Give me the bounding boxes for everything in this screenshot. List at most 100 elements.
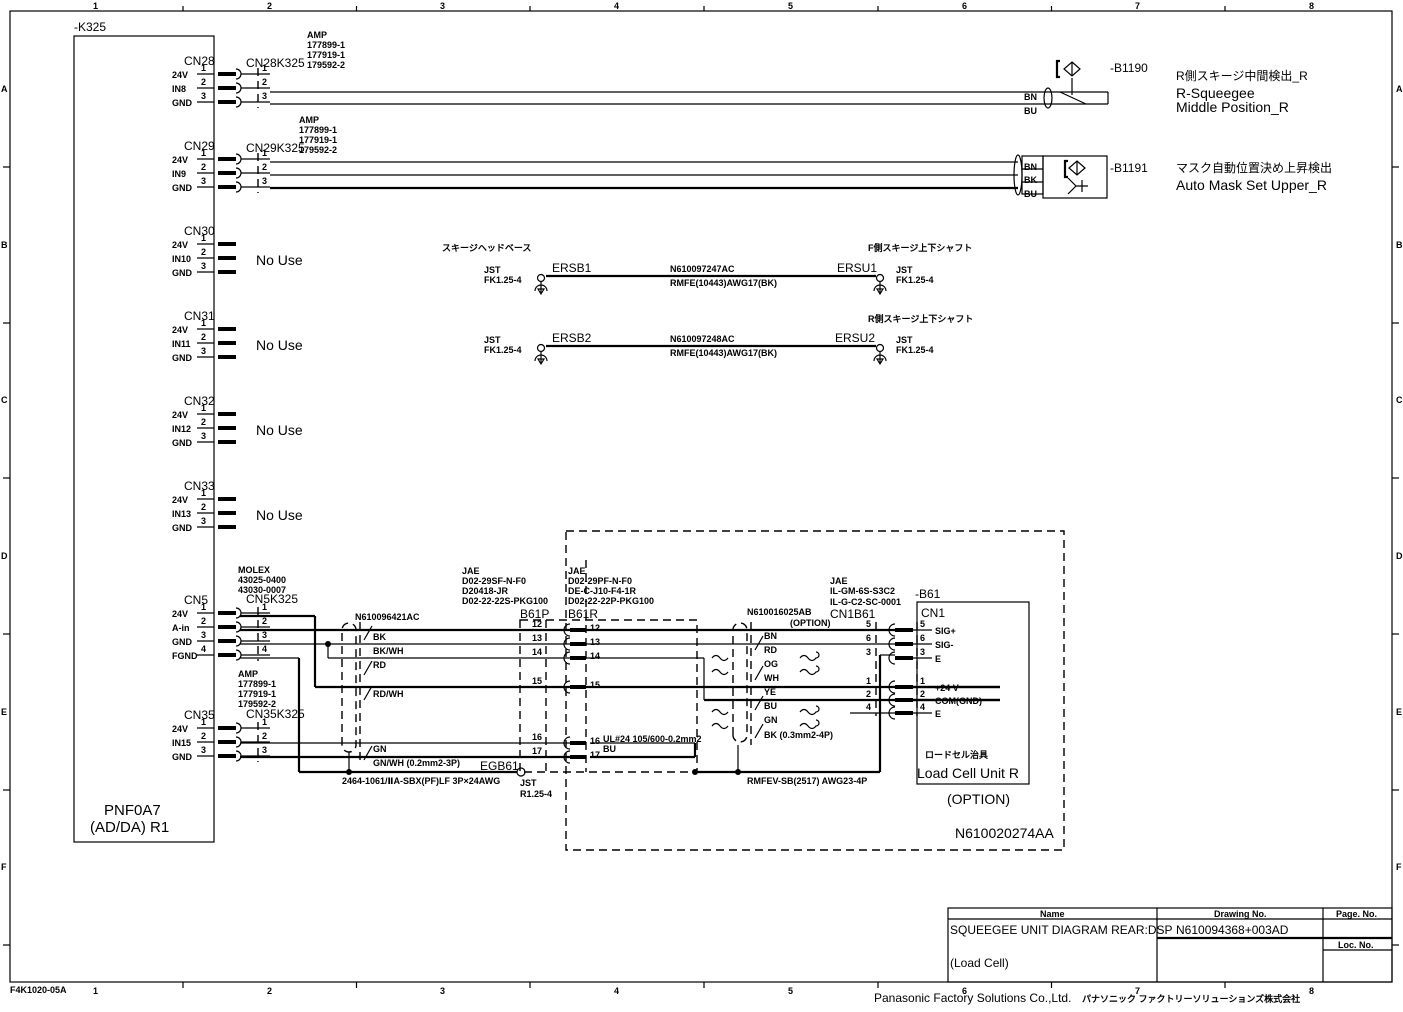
connector-part: 177919-1 bbox=[307, 50, 345, 60]
pin-contact bbox=[570, 656, 586, 660]
lug-maker: JST bbox=[896, 265, 913, 275]
lug-part: FK1.25-4 bbox=[484, 275, 522, 285]
pin-contact bbox=[218, 511, 236, 515]
pin-number: 2 bbox=[201, 332, 206, 342]
unused-wire-icon bbox=[711, 708, 729, 716]
b61p-ref: B61P bbox=[520, 607, 549, 621]
cable2-spec: RMFEV-SB(2517) AWG23-4P bbox=[747, 776, 867, 786]
page-no-header: Page. No. bbox=[1336, 909, 1377, 919]
b1190-title-en1: R-Squeegee bbox=[1176, 85, 1255, 101]
pin-contact bbox=[218, 72, 236, 76]
b61-pin-signal: E bbox=[935, 654, 941, 664]
column-label-bottom: 1 bbox=[93, 986, 98, 996]
b61-pin-number: 1 bbox=[920, 676, 925, 686]
connector-maker: AMP bbox=[299, 115, 319, 125]
wire-color-label: WH bbox=[764, 673, 779, 683]
b1190-title-en2: Middle Position_R bbox=[1176, 99, 1289, 115]
twisted-pair-marks bbox=[754, 635, 764, 739]
pin-signal: GND bbox=[172, 637, 193, 647]
cable1-spec: 2464-1061/ⅡA-SBX(PF)LF 3P×24AWG bbox=[342, 776, 500, 786]
sensor-b1191: BN BK BU -B1191 マスク自動位置決め上昇検出 Auto Mask … bbox=[270, 154, 1332, 199]
connector-part: 177919-1 bbox=[299, 135, 337, 145]
b1191-ref: -B1191 bbox=[1110, 161, 1148, 175]
mate-pin-number: 3 bbox=[262, 91, 267, 101]
company-name-jp: パナソニック ファクトリーソリューションズ株式会社 bbox=[1082, 993, 1300, 1004]
row-label-left: E bbox=[1, 707, 7, 717]
wire-color-label: GN bbox=[373, 744, 387, 754]
pin-number: 1 bbox=[201, 318, 206, 328]
column-label-bottom: 5 bbox=[788, 986, 793, 996]
k325-module-box bbox=[73, 35, 215, 843]
pin-contact bbox=[218, 639, 236, 643]
pin-contact bbox=[218, 611, 236, 615]
harness-k325-b61: BK BK/WH RD RD/WH GN GN/WH (0.2mm2-3P) N… bbox=[240, 530, 1065, 851]
b61p-maker: JAE bbox=[462, 566, 480, 576]
pin-number: 1 bbox=[201, 233, 206, 243]
cable1-part: N610096421AC bbox=[355, 612, 420, 622]
cable-part: N610097247AC bbox=[670, 264, 735, 274]
pin-number: 2 bbox=[201, 616, 206, 626]
ground-icon bbox=[534, 352, 548, 366]
b61p-pin-number: 17 bbox=[532, 746, 542, 756]
cn1b61-pin-number: 4 bbox=[866, 702, 871, 712]
drawing-no-header: Drawing No. bbox=[1214, 909, 1267, 919]
b61-pin-signal: E bbox=[935, 709, 941, 719]
b61r-ref: B61R bbox=[568, 607, 598, 621]
pin-signal: 24V bbox=[172, 155, 188, 165]
pin-number: 2 bbox=[201, 417, 206, 427]
b61-pin-number: 6 bbox=[920, 633, 925, 643]
drawing-number: N610094368+003AD bbox=[1176, 923, 1289, 937]
mate-connector-id: CN35K325 bbox=[246, 707, 305, 721]
no-use-label: No Use bbox=[256, 507, 303, 523]
mate-pin-number: 1 bbox=[262, 602, 267, 612]
mate-connector-id: CN28K325 bbox=[246, 56, 305, 70]
pin-contact bbox=[570, 642, 586, 646]
pin-signal: IN13 bbox=[172, 509, 191, 519]
pin-number: 3 bbox=[201, 630, 206, 640]
load-cell-title-jp: ロードセル治具 bbox=[925, 749, 988, 760]
pin-contact bbox=[895, 656, 913, 660]
sensor-b1190: BN BU -B1190 R側スキージ中間検出_R R-Squeegee Mid… bbox=[270, 59, 1308, 116]
pin-number: 3 bbox=[201, 176, 206, 186]
pin-signal: 24V bbox=[172, 410, 188, 420]
lug-maker: JST bbox=[896, 335, 913, 345]
column-label-top: 2 bbox=[267, 1, 272, 11]
wire-color-label: GN/WH (0.2mm2-3P) bbox=[373, 758, 460, 768]
lug-maker: JST bbox=[484, 265, 501, 275]
row-label-right: D bbox=[1396, 551, 1403, 561]
mate-pin-number: 3 bbox=[262, 176, 267, 186]
pin-contact bbox=[895, 628, 913, 632]
no-use-label: No Use bbox=[256, 252, 303, 268]
assembly-part-number: N610020274AA bbox=[955, 825, 1055, 841]
connector-part: 177919-1 bbox=[238, 689, 276, 699]
wire-color-label: BK bbox=[373, 632, 386, 642]
lug-part: FK1.25-4 bbox=[484, 345, 522, 355]
k325-module-sub: (AD/DA) R1 bbox=[90, 819, 169, 836]
pin-contact bbox=[218, 412, 236, 416]
wire-bn-label: BN bbox=[1024, 92, 1037, 102]
terminal-left: ERSB2 bbox=[552, 331, 592, 345]
column-label-top: 6 bbox=[962, 1, 967, 11]
pin-number: 1 bbox=[201, 488, 206, 498]
mate-pin-number: 2 bbox=[262, 731, 267, 741]
b61p-b61r-connector-box bbox=[519, 619, 698, 773]
column-label-bottom: 2 bbox=[267, 986, 272, 996]
b61r-part: D02-22-22P-PKG100 bbox=[568, 596, 654, 606]
connector-id: CN29 bbox=[184, 139, 215, 153]
cn1b61-part: IL-GM-6S-S3C2 bbox=[830, 586, 895, 596]
mate-pin-number: 3 bbox=[262, 745, 267, 755]
pin-number: 4 bbox=[201, 644, 206, 654]
cn1b61-pin-number: 1 bbox=[866, 676, 871, 686]
pin-contact bbox=[570, 755, 586, 759]
connector-part: 43030-0007 bbox=[238, 585, 286, 595]
ground-cables: スキージヘッドベース F側スキージ上下シャフト R側スキージ上下シャフト JST… bbox=[442, 242, 973, 366]
b61-pin-number: 2 bbox=[920, 689, 925, 699]
unused-wire-icon bbox=[799, 665, 820, 676]
cn1b61-pin-number: 6 bbox=[866, 633, 871, 643]
pin-number: 2 bbox=[201, 77, 206, 87]
connector-id: CN35 bbox=[184, 708, 215, 722]
k325-module-name: PNF0A7 bbox=[104, 802, 161, 819]
